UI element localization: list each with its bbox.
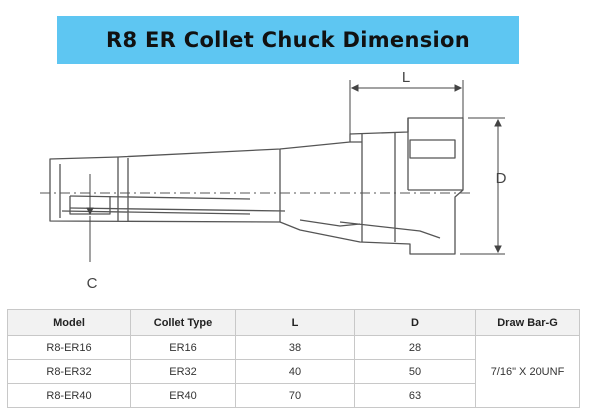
model-cell: R8-ER16 — [7, 335, 131, 360]
table-row: R8-ER32 ER32 40 50 — [7, 359, 580, 384]
column-header: D — [354, 309, 476, 336]
diameter-dimension — [460, 117, 505, 255]
collet-chuck-drawing: L D C — [40, 69, 507, 292]
draw-bar-cell: 7/16" X 20UNF — [475, 335, 580, 408]
column-header: L — [235, 309, 355, 336]
shank-inner-lines — [59, 149, 286, 222]
table-header-row: Model Collet Type L D Draw Bar-G — [7, 309, 580, 336]
length-dimension — [349, 80, 464, 134]
table-row: R8-ER40 ER40 70 63 — [7, 383, 580, 408]
diameter-label: D — [496, 170, 507, 187]
length-cell: 40 — [235, 359, 355, 384]
model-cell: R8-ER32 — [7, 359, 131, 384]
collet-nut-details — [299, 118, 463, 242]
length-cell: 38 — [235, 335, 355, 360]
bore-label: C — [87, 275, 98, 292]
page-title: R8 ER Collet Chuck Dimension — [106, 28, 470, 52]
model-cell: R8-ER40 — [7, 383, 131, 408]
column-header: Model — [7, 309, 131, 336]
column-header: Draw Bar-G — [475, 309, 580, 336]
dimension-table: Model Collet Type L D Draw Bar-G R8-ER16… — [7, 309, 580, 408]
column-header: Collet Type — [130, 309, 236, 336]
shank-outline — [49, 117, 464, 255]
collet-type-cell: ER40 — [130, 383, 236, 408]
diameter-cell: 50 — [354, 359, 476, 384]
diameter-cell: 28 — [354, 335, 476, 360]
diameter-cell: 63 — [354, 383, 476, 408]
length-label: L — [402, 69, 410, 86]
length-cell: 70 — [235, 383, 355, 408]
title-banner: R8 ER Collet Chuck Dimension — [57, 16, 519, 64]
collet-type-cell: ER16 — [130, 335, 236, 360]
collet-type-cell: ER32 — [130, 359, 236, 384]
table-row: R8-ER16 ER16 38 28 7/16" X 20UNF — [7, 335, 580, 408]
